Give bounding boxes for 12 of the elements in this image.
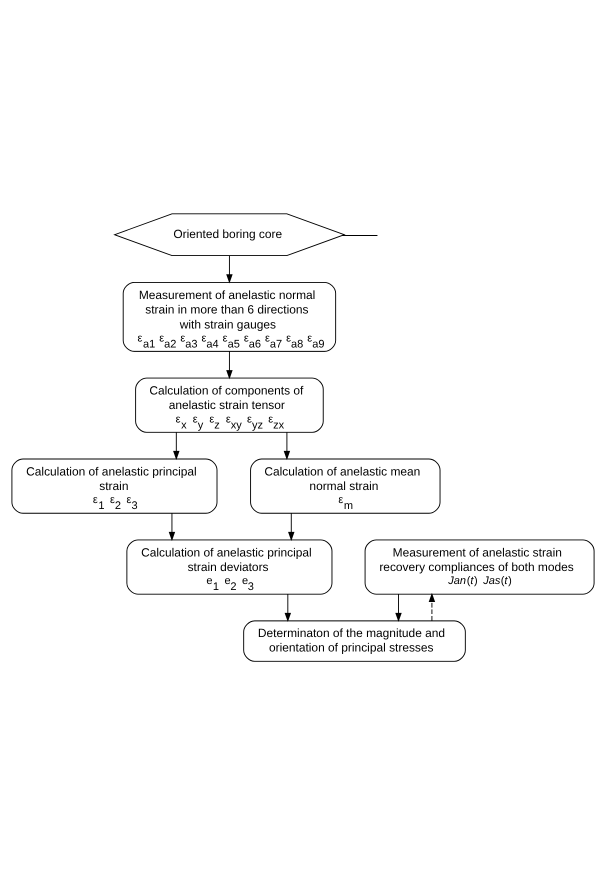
arrow (288, 512, 294, 541)
arrow (226, 350, 233, 379)
arrow (173, 432, 180, 460)
arrow (428, 592, 436, 620)
connector (342, 234, 378, 236)
node-box: Determinaton of the magnitude and orientation of principal stresses (243, 620, 466, 662)
arrow (395, 593, 402, 622)
arrow (284, 432, 290, 460)
arrow (226, 254, 233, 283)
node-box: Measurement of anelastic strain recovery compliances of both modes Jan(t) Jas(t) (364, 538, 595, 594)
arrow (284, 593, 292, 622)
arrow (168, 512, 176, 541)
